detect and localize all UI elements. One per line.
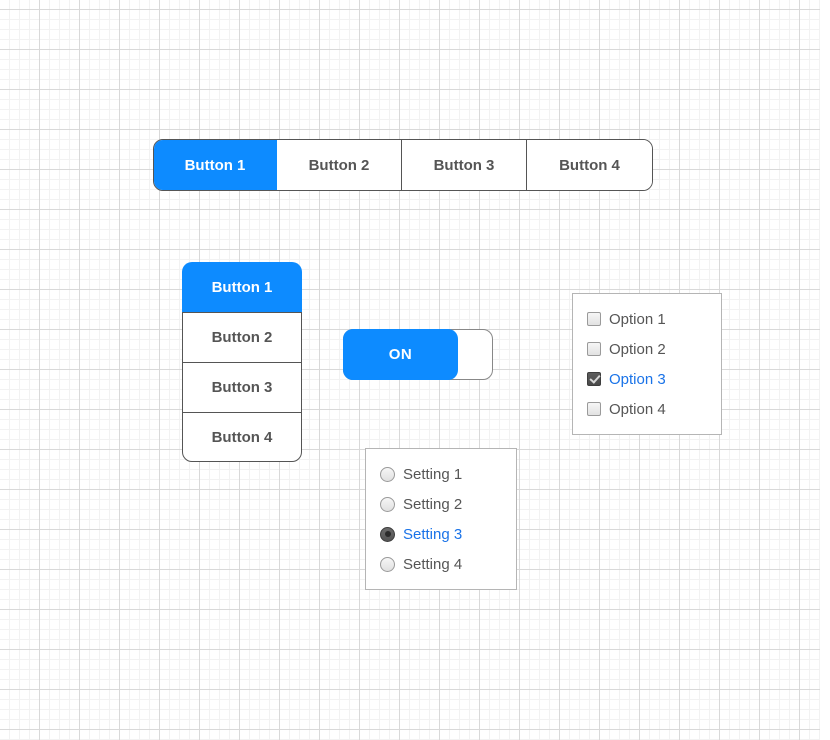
- checkbox-row-option-4[interactable]: Option 4: [573, 394, 721, 424]
- vertical-button-group: Button 1 Button 2 Button 3 Button 4: [182, 262, 302, 462]
- checkbox-unchecked-icon[interactable]: [587, 402, 601, 416]
- toggle-switch[interactable]: ON: [343, 329, 493, 380]
- radio-checked-icon[interactable]: [380, 526, 395, 542]
- hbutton-4-label: Button 4: [559, 156, 620, 174]
- vbutton-3[interactable]: Button 3: [182, 362, 302, 412]
- radio-unchecked-icon[interactable]: [380, 466, 395, 482]
- vbutton-1[interactable]: Button 1: [182, 262, 302, 312]
- vbutton-3-label: Button 3: [211, 379, 273, 396]
- checkbox-row-option-1[interactable]: Option 1: [573, 304, 721, 334]
- checkbox-label-option-4: Option 4: [609, 400, 666, 418]
- checkbox-unchecked-icon[interactable]: [587, 342, 601, 356]
- radio-row-setting-3[interactable]: Setting 3: [366, 519, 516, 549]
- checkbox-label-option-1: Option 1: [609, 310, 666, 328]
- checkbox-row-option-2[interactable]: Option 2: [573, 334, 721, 364]
- checkbox-unchecked-icon[interactable]: [587, 312, 601, 326]
- hbutton-3-label: Button 3: [433, 156, 495, 174]
- hbutton-4[interactable]: Button 4: [527, 140, 652, 190]
- radio-label-setting-1: Setting 1: [403, 465, 463, 483]
- radio-unchecked-icon[interactable]: [380, 496, 395, 512]
- vbutton-2[interactable]: Button 2: [182, 312, 302, 362]
- radio-panel: Setting 1 Setting 2 Setting 3 Setting 4: [365, 448, 517, 590]
- toggle-switch-knob[interactable]: ON: [343, 329, 458, 380]
- horizontal-button-group: Button 1 Button 2 Button 3 Button 4: [153, 139, 653, 191]
- radio-row-setting-2[interactable]: Setting 2: [366, 489, 516, 519]
- vbutton-2-label: Button 2: [211, 329, 273, 346]
- vbutton-1-label: Button 1: [211, 279, 273, 296]
- radio-unchecked-icon[interactable]: [380, 556, 395, 572]
- checkbox-label-option-3: Option 3: [609, 370, 666, 388]
- hbutton-2-label: Button 2: [308, 156, 370, 174]
- checkbox-panel: Option 1 Option 2 Option 3 Option 4: [572, 293, 722, 435]
- scrollbar-gutter[interactable]: [820, 0, 825, 740]
- checkbox-row-option-3[interactable]: Option 3: [573, 364, 721, 394]
- checkbox-checked-icon[interactable]: [587, 372, 601, 386]
- toggle-switch-state-label: ON: [388, 346, 413, 363]
- radio-label-setting-4: Setting 4: [403, 555, 463, 573]
- checkbox-label-option-2: Option 2: [609, 340, 666, 358]
- hbutton-1-label: Button 1: [184, 156, 246, 174]
- hbutton-1[interactable]: Button 1: [154, 140, 277, 190]
- radio-label-setting-3: Setting 3: [403, 525, 463, 543]
- radio-label-setting-2: Setting 2: [403, 495, 463, 513]
- radio-row-setting-1[interactable]: Setting 1: [366, 459, 516, 489]
- vbutton-4[interactable]: Button 4: [182, 412, 302, 462]
- hbutton-3[interactable]: Button 3: [402, 140, 527, 190]
- radio-row-setting-4[interactable]: Setting 4: [366, 549, 516, 579]
- hbutton-2[interactable]: Button 2: [277, 140, 402, 190]
- vbutton-4-label: Button 4: [211, 428, 273, 446]
